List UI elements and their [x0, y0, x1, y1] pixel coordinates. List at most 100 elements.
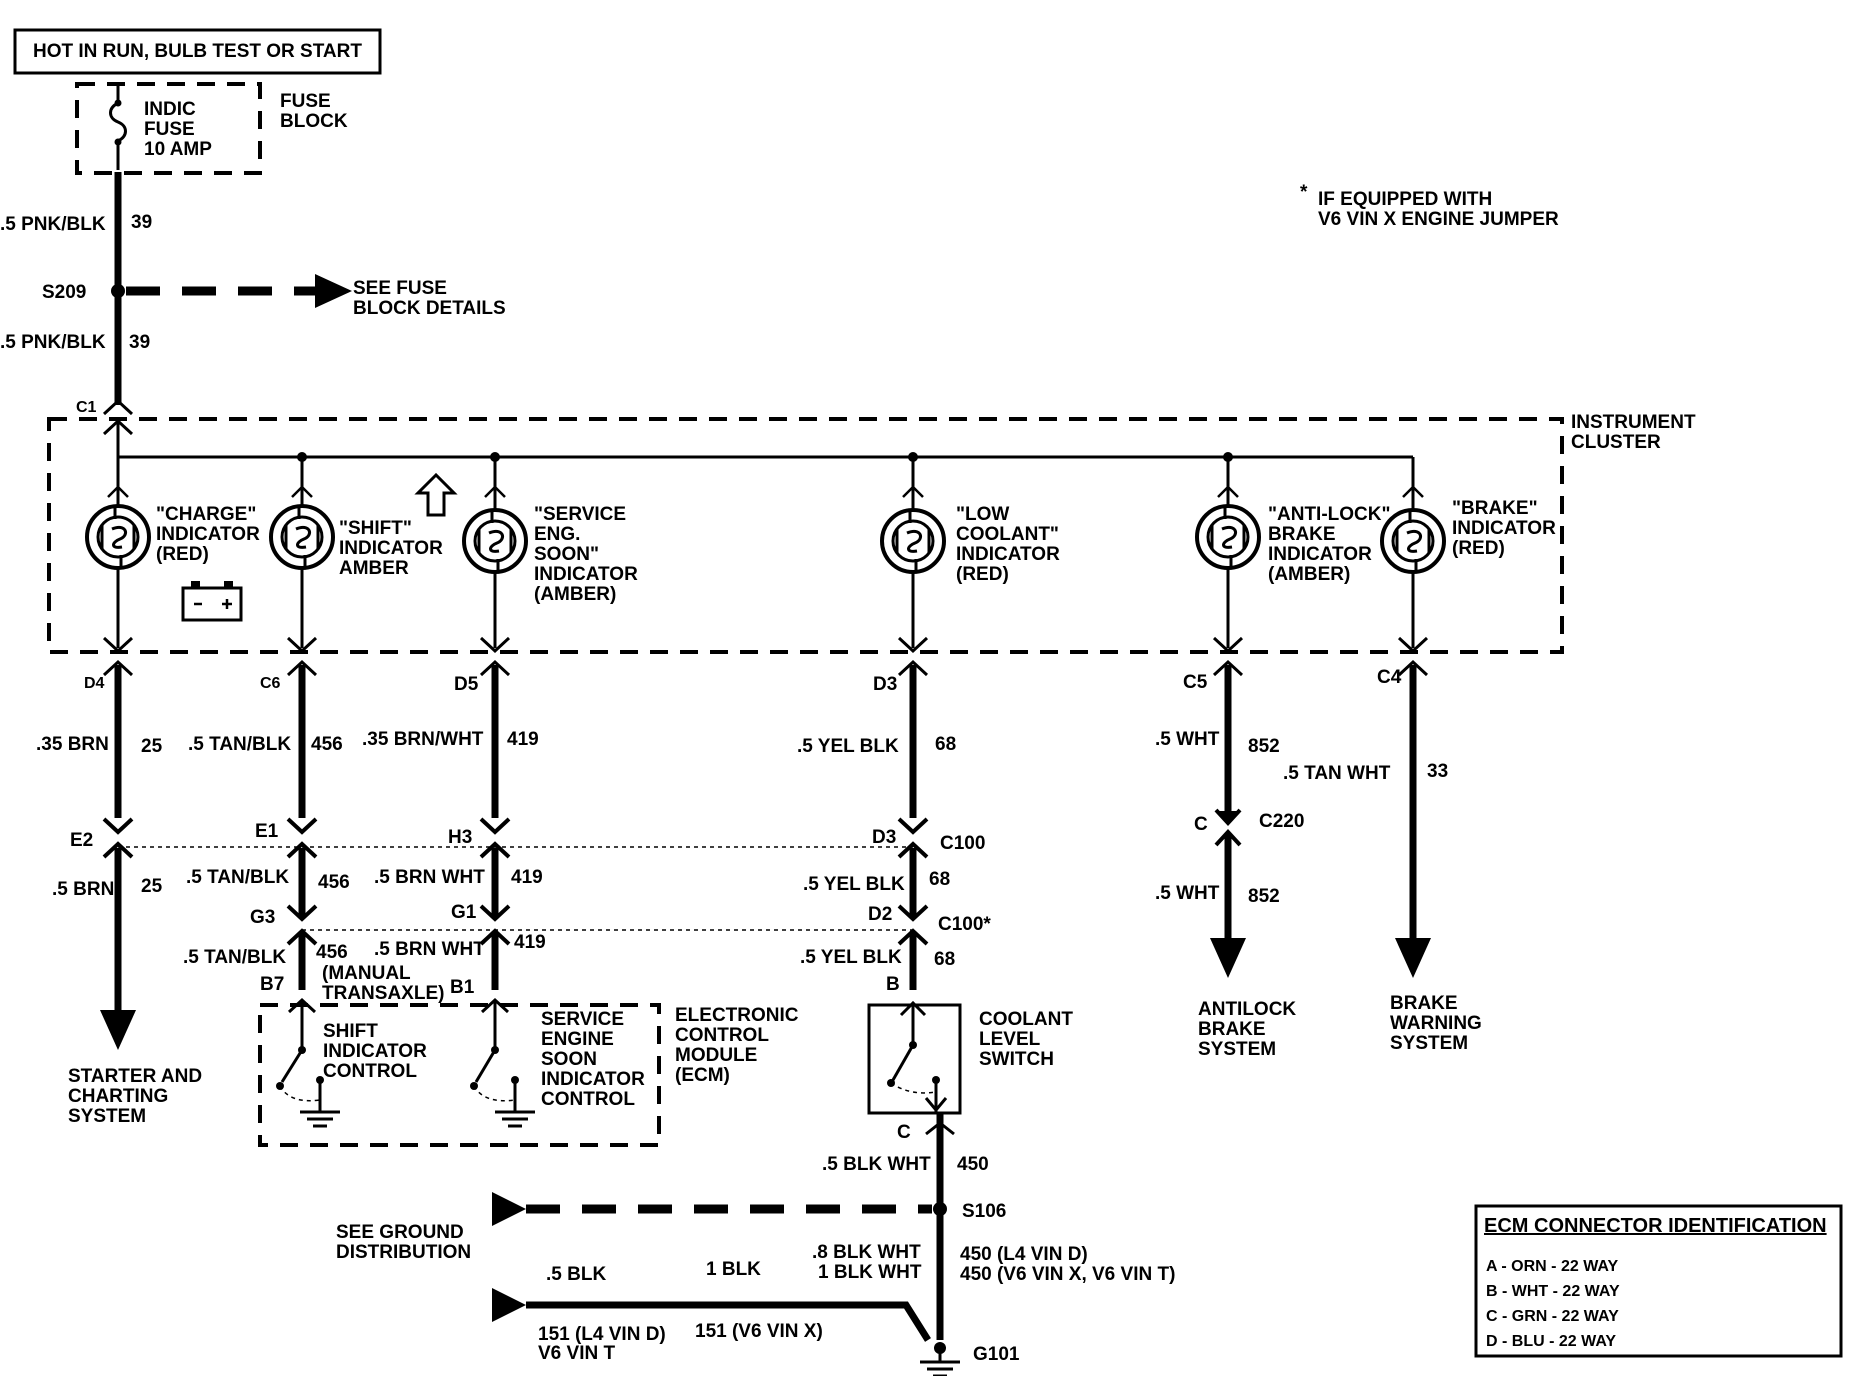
c100-name: C100: [940, 833, 985, 854]
c100-wire-25-circuit: 25: [141, 876, 163, 897]
instrument-cluster-label-2: CLUSTER: [1571, 432, 1661, 453]
c100-wire-456-color: .5 TAN/BLK: [186, 867, 289, 888]
c220-name: C220: [1259, 811, 1304, 832]
battery-icon: [181, 581, 243, 622]
shift-lamp-label-1: "SHIFT": [339, 518, 412, 539]
ses-lamp-label-2: ENG.: [534, 524, 580, 545]
see-ground-arrow: [492, 1192, 526, 1226]
ground-circuit-151-b: V6 VIN T: [538, 1343, 615, 1364]
ground-wire-1bw: 1 BLK WHT: [818, 1262, 922, 1283]
ecm-ident-box: [1474, 1204, 1843, 1358]
pin-c5: C5: [1183, 672, 1208, 693]
starter-label-2: CHARTING: [68, 1086, 168, 1107]
c100-star-wire-419-color: .5 BRN WHT: [374, 939, 485, 960]
c100-pin-h3: H3: [448, 827, 472, 848]
feed-wire-top-color: .5 PNK/BLK: [0, 214, 106, 235]
brake-lamp-label-3: (RED): [1452, 538, 1505, 559]
brake-lamp-icon: [1380, 508, 1446, 574]
c100-star-manual-1: (MANUAL: [322, 963, 411, 984]
c100-wire-419-color: .5 BRN WHT: [374, 867, 485, 888]
ground-circuit-450-a: 450 (L4 VIN D): [960, 1244, 1088, 1265]
charge-lamp-icon: [85, 504, 151, 570]
brake-warning-arrow: [1395, 938, 1431, 978]
see-fuse-block-1: SEE FUSE: [353, 278, 447, 299]
power-source-label: HOT IN RUN, BULB TEST OR START: [33, 41, 362, 62]
c220-wire-852-circuit: 852: [1248, 886, 1280, 907]
footnote-star: *: [1300, 182, 1308, 203]
c100-star-wire-419-circuit: 419: [514, 932, 546, 953]
coolant-lamp-label-3: INDICATOR: [956, 544, 1060, 565]
c100-star-manual-2: TRANSAXLE): [322, 983, 444, 1004]
splice-s209: [111, 284, 125, 298]
brake-lamp-label-2: INDICATOR: [1452, 518, 1556, 539]
abs-lamp-label-3: INDICATOR: [1268, 544, 1372, 565]
ecm-ident-row: B - WHT - 22 WAY: [1486, 1283, 1620, 1300]
ground-151-arrow: [492, 1288, 526, 1322]
splice-s209-label: S209: [42, 282, 86, 303]
c100-wire-68-circuit: 68: [929, 869, 950, 890]
coolant-switch-label-1: COOLANT: [979, 1009, 1073, 1030]
ses-lamp-label-4: INDICATOR: [534, 564, 638, 585]
ecm-shift-label-1: SHIFT: [323, 1021, 378, 1042]
antilock-label-3: SYSTEM: [1198, 1039, 1276, 1060]
ground-wire-1blk: 1 BLK: [706, 1259, 761, 1280]
abs-lamp-label-1: "ANTI-LOCK": [1268, 504, 1391, 525]
fuse-icon: [109, 86, 127, 170]
antilock-label-1: ANTILOCK: [1198, 999, 1296, 1020]
ground-circuit-151-c: 151 (V6 VIN X): [695, 1321, 823, 1342]
ground-circuit-151-a: 151 (L4 VIN D): [538, 1324, 666, 1345]
see-ground-label-1: SEE GROUND: [336, 1222, 464, 1243]
ground-wire-8bw: .8 BLK WHT: [812, 1242, 921, 1263]
power-source-box: [13, 28, 382, 75]
shift-up-arrow-icon: [414, 472, 458, 517]
c100-wire-456-circuit: 456: [318, 872, 350, 893]
pin-d4: D4: [84, 675, 105, 692]
splice-s106: [933, 1202, 947, 1216]
shift-lamp-label-3: AMBER: [339, 558, 409, 579]
ecm-ident-row: C - GRN - 22 WAY: [1486, 1308, 1619, 1325]
ecm-ses-label-1: SERVICE: [541, 1009, 624, 1030]
ecm-ident-row: D - BLU - 22 WAY: [1486, 1333, 1616, 1350]
charge-lamp-label-1: "CHARGE": [156, 504, 256, 525]
coolant-lamp-label-2: COOLANT": [956, 524, 1059, 545]
wire-852-color: .5 WHT: [1155, 729, 1220, 750]
fuse-block-outline: [75, 82, 262, 175]
footnote-line-2: V6 VIN X ENGINE JUMPER: [1318, 209, 1559, 230]
c100-star-wire-68-circuit: 68: [934, 949, 955, 970]
c100-wire-419-circuit: 419: [511, 867, 543, 888]
ses-lamp-label-5: (AMBER): [534, 584, 616, 605]
wire-68-circuit: 68: [935, 734, 956, 755]
coolant-lamp-label-4: (RED): [956, 564, 1009, 585]
feed-wire-top-circuit: 39: [131, 212, 152, 233]
charge-lamp-label-2: INDICATOR: [156, 524, 260, 545]
c100-star-wire-456-circuit: 456: [316, 942, 348, 963]
shift-lamp-label-2: INDICATOR: [339, 538, 443, 559]
abs-lamp-icon: [1195, 504, 1261, 570]
coolant-switch-label-3: SWITCH: [979, 1049, 1054, 1070]
ecm-ident-row: A - ORN - 22 WAY: [1486, 1258, 1619, 1275]
see-fuse-block-arrow: [315, 274, 352, 308]
feed-wire-bot-color: .5 PNK/BLK: [0, 332, 106, 353]
coolant-switch-pin-c: C: [897, 1122, 911, 1143]
ground-wire-5blk: .5 BLK: [546, 1264, 606, 1285]
ses-lamp-label-3: SOON": [534, 544, 599, 565]
pin-d3: D3: [873, 674, 897, 695]
wire-68-color: .5 YEL BLK: [797, 736, 899, 757]
ses-control-switch: [474, 1049, 497, 1083]
brake-warning-label-1: BRAKE: [1390, 993, 1458, 1014]
starter-label-3: SYSTEM: [68, 1106, 146, 1127]
coolant-lamp-label-1: "LOW: [956, 504, 1009, 525]
footnote-line-1: IF EQUIPPED WITH: [1318, 189, 1492, 210]
wire-25-circuit: 25: [141, 736, 163, 757]
brake-warning-label-3: SYSTEM: [1390, 1033, 1468, 1054]
instrument-cluster-label-1: INSTRUMENT: [1571, 412, 1696, 433]
ground-wire-450-circuit: 450: [957, 1154, 989, 1175]
coolant-switch-label-2: LEVEL: [979, 1029, 1041, 1050]
pin-c6: C6: [260, 675, 281, 692]
ground-g101-label: G101: [973, 1344, 1020, 1365]
see-ground-label-2: DISTRIBUTION: [336, 1242, 471, 1263]
pin-c4: C4: [1377, 667, 1402, 688]
c220-pin-c: C: [1194, 814, 1208, 835]
fuse-block-label-2: BLOCK: [280, 111, 348, 132]
